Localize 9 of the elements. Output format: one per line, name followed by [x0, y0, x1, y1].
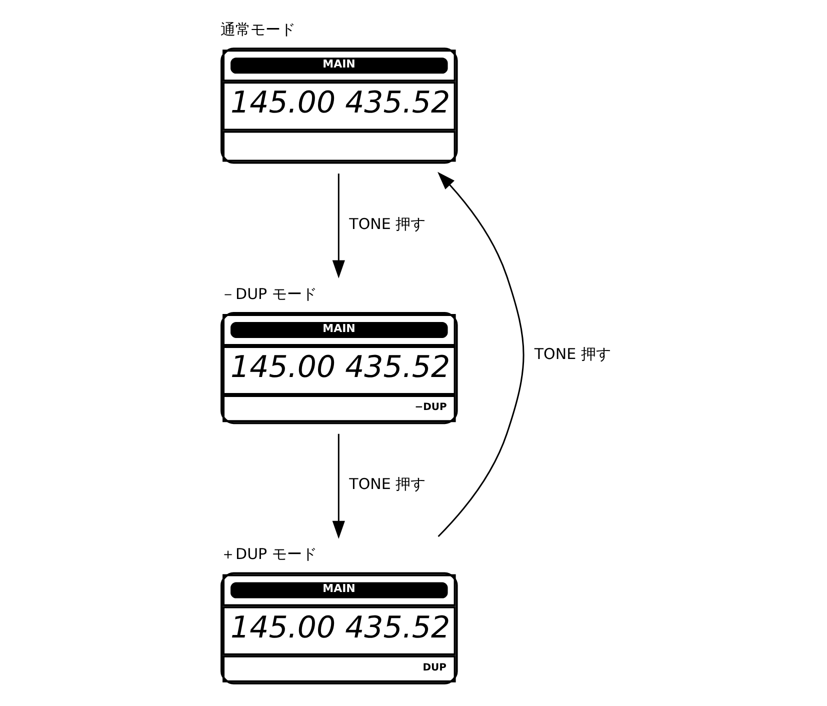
edge-label: TONE 押す [534, 345, 611, 364]
edge-label: TONE 押す [349, 475, 426, 494]
arrow [332, 434, 345, 539]
edge-label: TONE 押す [349, 214, 426, 233]
arrow [438, 172, 524, 537]
node-label: ＋DUP モード [220, 545, 317, 564]
node-label: －DUP モード [220, 284, 317, 303]
node-label: 通常モード [220, 20, 296, 39]
arrow [332, 174, 345, 278]
